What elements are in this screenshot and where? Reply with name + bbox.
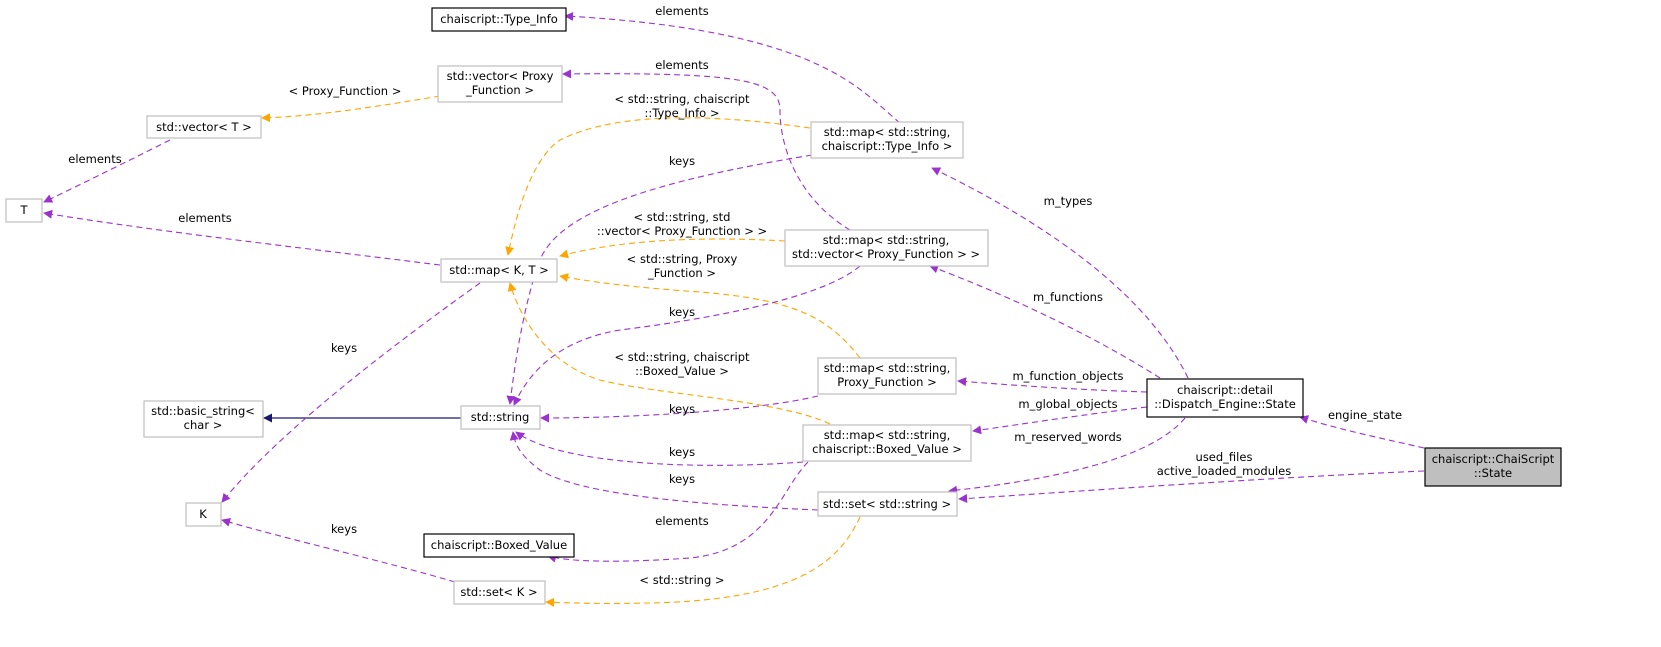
node-vector-proxy-function[interactable]: std::vector< Proxy_Function > xyxy=(437,65,563,103)
label-elements-type-info: elements xyxy=(655,4,708,18)
edge-map-kt-to-t xyxy=(43,209,441,266)
label-tmpl-map-type-info: < std::string, chaiscript::Type_Info > xyxy=(614,92,750,120)
label-keys-map-proxy: keys xyxy=(669,402,695,416)
edge-dispatch-to-map-vec-proxy xyxy=(929,264,1161,379)
label-elements-vec-t: elements xyxy=(68,152,121,166)
edge-map-type-info-to-type-info xyxy=(564,11,901,124)
label-tmpl-set-string: < std::string > xyxy=(639,573,724,587)
edge-dispatch-to-set-string xyxy=(948,417,1186,495)
edge-map-vec-proxy-to-vec-proxy xyxy=(562,69,851,231)
label-elements-map-kt: elements xyxy=(178,211,231,225)
svg-text:std::map< std::string,chaiscri: std::map< std::string,chaiscript::Type_I… xyxy=(822,125,953,153)
edge-labels: elements elements < Proxy_Function > < s… xyxy=(68,4,1402,587)
svg-text:std::map< std::string,std::vec: std::map< std::string,std::vector< Proxy… xyxy=(792,233,980,261)
node-string[interactable]: std::string xyxy=(460,405,541,430)
label-elements-vec-proxy: elements xyxy=(655,58,708,72)
node-set-k[interactable]: std::set< K > xyxy=(453,580,546,605)
label-tmpl-map-proxy: < std::string, Proxy_Function > xyxy=(627,252,738,280)
label-m-types: m_types xyxy=(1044,194,1093,208)
svg-text:T: T xyxy=(19,203,28,217)
node-basic-string[interactable]: std::basic_string<char > xyxy=(143,400,264,438)
label-tmpl-map-vec-proxy: < std::string, std::vector< Proxy_Functi… xyxy=(597,210,767,238)
label-tmpl-map-boxed: < std::string, chaiscript::Boxed_Value > xyxy=(614,350,750,378)
label-keys-map-kt: keys xyxy=(331,341,357,355)
edge-dispatch-to-map-type-info xyxy=(931,167,1189,379)
svg-text:std::string: std::string xyxy=(471,410,530,424)
svg-text:std::basic_string<char >: std::basic_string<char > xyxy=(151,404,255,432)
svg-text:K: K xyxy=(199,507,207,521)
edge-chai-to-dispatch xyxy=(1299,415,1425,449)
node-chaiscript-state[interactable]: chaiscript::ChaiScript::State xyxy=(1424,447,1562,487)
svg-text:chaiscript::ChaiScript::State: chaiscript::ChaiScript::State xyxy=(1432,452,1555,480)
edge-chai-to-set-string xyxy=(958,470,1425,503)
svg-text:chaiscript::detail::Dispatch_E: chaiscript::detail::Dispatch_Engine::Sta… xyxy=(1154,383,1296,411)
edge-map-proxy-to-string xyxy=(540,395,819,423)
edge-vec-t-to-t xyxy=(43,139,171,203)
svg-text:std::set< std::string >: std::set< std::string > xyxy=(823,497,951,511)
node-k[interactable]: K xyxy=(185,502,222,527)
label-m-reserved-words: m_reserved_words xyxy=(1014,430,1122,444)
label-keys-set-k: keys xyxy=(331,522,357,536)
label-keys-map-vec-proxy: keys xyxy=(669,305,695,319)
label-elements-map-boxed: elements xyxy=(655,514,708,528)
node-dispatch-engine-state[interactable]: chaiscript::detail::Dispatch_Engine::Sta… xyxy=(1146,378,1304,418)
edges xyxy=(43,11,1425,607)
svg-text:chaiscript::Type_Info: chaiscript::Type_Info xyxy=(440,12,558,26)
svg-text:chaiscript::Boxed_Value: chaiscript::Boxed_Value xyxy=(431,538,567,552)
edge-map-vec-proxy-to-map-kt xyxy=(559,238,786,259)
svg-text:std::map< K, T >: std::map< K, T > xyxy=(449,263,549,277)
node-map-string-proxy-function[interactable]: std::map< std::string,Proxy_Function > xyxy=(817,357,957,395)
edge-dispatch-to-map-proxy xyxy=(957,377,1148,393)
edge-map-proxy-to-map-kt xyxy=(559,273,861,359)
label-m-function-objects: m_function_objects xyxy=(1012,369,1123,383)
edge-vec-proxy-to-vec-t xyxy=(261,95,441,123)
edge-map-type-info-to-string xyxy=(506,154,813,405)
label-m-functions: m_functions xyxy=(1033,290,1103,304)
svg-text:std::map< std::string,chaiscri: std::map< std::string,chaiscript::Boxed_… xyxy=(812,428,962,456)
label-keys-map-boxed: keys xyxy=(669,445,695,459)
label-keys-set-string: keys xyxy=(669,472,695,486)
edge-map-kt-to-k xyxy=(221,282,481,503)
edge-set-string-to-set-k xyxy=(545,516,861,607)
svg-text:std::map< std::string,Proxy_Fu: std::map< std::string,Proxy_Function > xyxy=(824,361,951,389)
node-type-info[interactable]: chaiscript::Type_Info xyxy=(431,7,567,32)
edge-map-vec-proxy-to-string xyxy=(513,265,861,406)
edge-map-boxed-to-string xyxy=(515,431,804,466)
svg-text:std::set< K >: std::set< K > xyxy=(460,585,537,599)
node-set-string[interactable]: std::set< std::string > xyxy=(817,491,958,517)
label-tmpl-vec-proxy: < Proxy_Function > xyxy=(289,84,402,98)
svg-text:std::vector< T >: std::vector< T > xyxy=(156,120,252,134)
node-map-string-boxed-value[interactable]: std::map< std::string,chaiscript::Boxed_… xyxy=(802,424,972,462)
node-t[interactable]: T xyxy=(5,198,43,223)
label-keys-map-type-info: keys xyxy=(669,154,695,168)
edge-dispatch-to-map-boxed xyxy=(972,406,1148,435)
node-vector-t[interactable]: std::vector< T > xyxy=(146,115,262,139)
node-boxed-value[interactable]: chaiscript::Boxed_Value xyxy=(423,533,575,558)
label-engine-state: engine_state xyxy=(1328,408,1402,422)
node-map-string-type-info[interactable]: std::map< std::string,chaiscript::Type_I… xyxy=(810,121,964,159)
nodes: chaiscript::Type_Info std::vector< Proxy… xyxy=(5,7,1562,605)
edge-map-type-info-to-map-kt xyxy=(505,117,811,256)
edge-set-k-to-k xyxy=(221,517,456,583)
label-m-global-objects: m_global_objects xyxy=(1018,397,1117,411)
node-map-string-vector-proxy[interactable]: std::map< std::string,std::vector< Proxy… xyxy=(784,229,989,267)
node-map-k-t[interactable]: std::map< K, T > xyxy=(440,258,558,283)
edge-set-string-to-string xyxy=(509,431,819,511)
svg-text:std::vector< Proxy_Function >: std::vector< Proxy_Function > xyxy=(447,69,554,97)
